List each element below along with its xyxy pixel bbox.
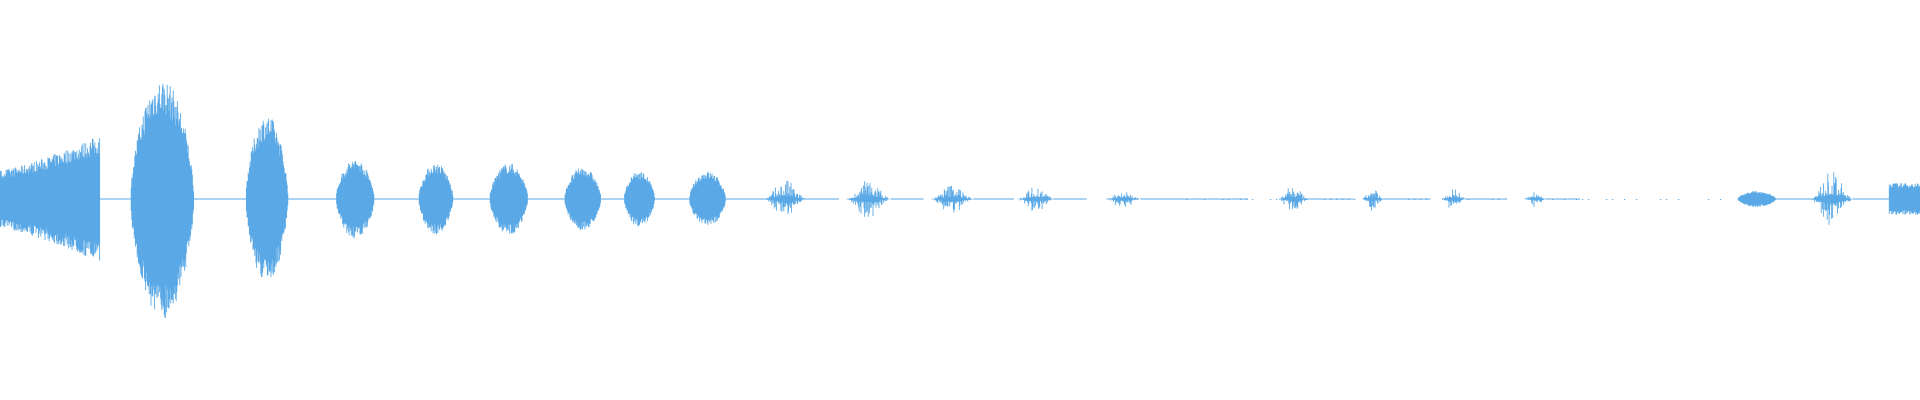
waveform-segment-3 [336,161,375,239]
waveform-segment-8 [689,171,726,225]
waveform-segment-14 [1277,188,1309,210]
waveform-segment-19 [1809,171,1854,225]
waveform-segment-6 [564,168,601,230]
waveform-segment-2 [245,118,289,278]
waveform-segment-18 [1737,191,1776,207]
waveform-segment-4 [418,164,454,235]
waveform-segment-12 [1017,187,1054,211]
waveform-segment-7 [624,172,656,227]
waveform-segment-1 [130,83,195,318]
waveform-segment-11 [930,185,975,213]
waveform-segment-16 [1440,189,1466,208]
waveform-segment-0 [0,138,101,261]
waveform-segment-13 [1104,192,1142,207]
waveform-segment-9 [764,180,808,215]
waveform-segment-15 [1362,190,1384,211]
waveform-segment-5 [489,164,528,234]
waveform-segment-10 [845,181,891,217]
waveform-segment-20 [1888,183,1920,215]
waveform-segment-17 [1524,192,1547,207]
